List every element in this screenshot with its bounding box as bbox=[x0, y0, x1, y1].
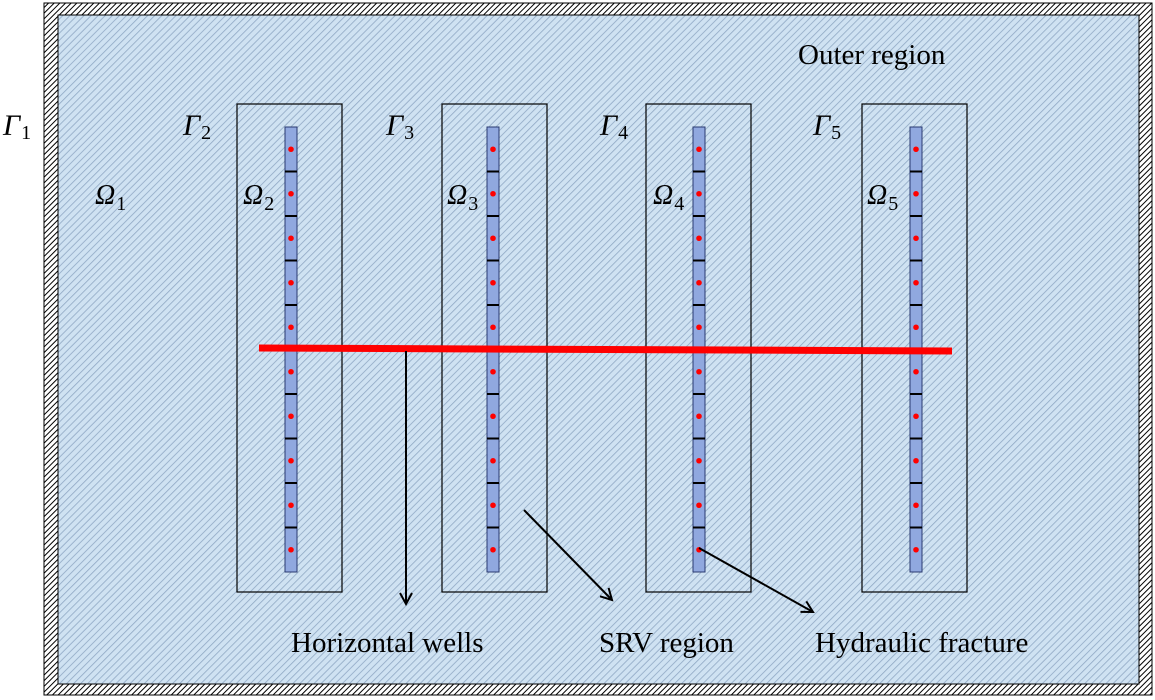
omega-subscript: 5 bbox=[888, 193, 898, 215]
omega-symbol: Ω bbox=[653, 180, 673, 211]
gamma-symbol: Γ bbox=[385, 109, 405, 142]
omega-symbol: Ω bbox=[447, 180, 467, 211]
omega-subscript: 1 bbox=[116, 193, 126, 215]
perforation-dot bbox=[913, 279, 919, 286]
perforation-dot bbox=[913, 457, 919, 464]
perforation-dot bbox=[288, 190, 294, 197]
perforation-dot bbox=[288, 279, 294, 286]
perforation-dot bbox=[490, 279, 496, 286]
perforation-dot bbox=[913, 324, 919, 331]
gamma-subscript: 3 bbox=[404, 122, 414, 144]
perforation-dot bbox=[696, 279, 702, 286]
perforation-dot bbox=[913, 502, 919, 509]
perforation-dot bbox=[490, 190, 496, 197]
boundary-gamma-4-label: Γ4 bbox=[599, 109, 628, 144]
domain-omega-4-label: Ω4 bbox=[653, 180, 684, 215]
omega-subscript: 4 bbox=[674, 193, 684, 215]
omega-subscript: 3 bbox=[468, 193, 478, 215]
perforation-dot bbox=[490, 235, 496, 242]
perforation-dot bbox=[696, 190, 702, 197]
perforation-dot bbox=[913, 146, 919, 153]
perforation-dot bbox=[913, 190, 919, 197]
boundary-gamma-5-label: Γ5 bbox=[812, 109, 841, 144]
domain-omega-1-label: Ω1 bbox=[95, 180, 126, 215]
gamma-subscript: 4 bbox=[618, 122, 628, 144]
horizontal-well bbox=[258, 344, 953, 355]
outer-region-label: Outer region bbox=[798, 39, 946, 71]
boundary-gamma-1-label: Γ1 bbox=[2, 109, 31, 144]
perforation-dot bbox=[288, 457, 294, 464]
gamma-symbol: Γ bbox=[182, 109, 202, 142]
gamma-symbol: Γ bbox=[2, 109, 22, 142]
perforation-dot bbox=[288, 324, 294, 331]
boundary-gamma-2-label: Γ2 bbox=[182, 109, 211, 144]
perforation-dot bbox=[696, 502, 702, 509]
gamma-subscript: 2 bbox=[201, 122, 211, 144]
perforation-dot bbox=[490, 146, 496, 153]
perforation-dot bbox=[696, 324, 702, 331]
gamma-subscript: 5 bbox=[831, 122, 841, 144]
perforation-dot bbox=[288, 502, 294, 509]
gamma-subscript: 1 bbox=[21, 122, 31, 144]
perforation-dot bbox=[490, 368, 496, 375]
perforation-dot bbox=[288, 546, 294, 553]
srv-region-label: SRV region bbox=[599, 627, 734, 659]
srv-region-arrow bbox=[523, 509, 612, 600]
perforation-dot bbox=[913, 546, 919, 553]
perforation-dot bbox=[696, 413, 702, 420]
perforation-dot bbox=[696, 457, 702, 464]
perforation-dot bbox=[490, 324, 496, 331]
hydraulic-fracture-arrow bbox=[698, 547, 813, 612]
hydraulic-fracture-label: Hydraulic fracture bbox=[815, 627, 1028, 659]
omega-symbol: Ω bbox=[867, 180, 887, 211]
perforation-dot bbox=[696, 368, 702, 375]
omega-symbol: Ω bbox=[243, 180, 263, 211]
omega-symbol: Ω bbox=[95, 180, 115, 211]
perforation-dot bbox=[913, 235, 919, 242]
domain-omega-3-label: Ω3 bbox=[447, 180, 478, 215]
domain-omega-2-label: Ω2 bbox=[243, 180, 274, 215]
perforation-dot bbox=[913, 368, 919, 375]
boundary-gamma-3-label: Γ3 bbox=[385, 109, 414, 144]
perforation-dot bbox=[696, 235, 702, 242]
perforation-dot bbox=[913, 413, 919, 420]
perforation-dot bbox=[288, 413, 294, 420]
perforation-dot bbox=[490, 546, 496, 553]
perforation-dot bbox=[288, 235, 294, 242]
perforation-dot bbox=[288, 146, 294, 153]
perforation-dot bbox=[288, 368, 294, 375]
horizontal-wells-label: Horizontal wells bbox=[291, 627, 483, 659]
perforation-dot bbox=[490, 502, 496, 509]
gamma-symbol: Γ bbox=[812, 109, 832, 142]
domain-omega-5-label: Ω5 bbox=[867, 180, 898, 215]
omega-subscript: 2 bbox=[264, 193, 274, 215]
perforation-dot bbox=[696, 146, 702, 153]
gamma-symbol: Γ bbox=[599, 109, 619, 142]
perforation-dot bbox=[490, 413, 496, 420]
perforation-dot bbox=[490, 457, 496, 464]
